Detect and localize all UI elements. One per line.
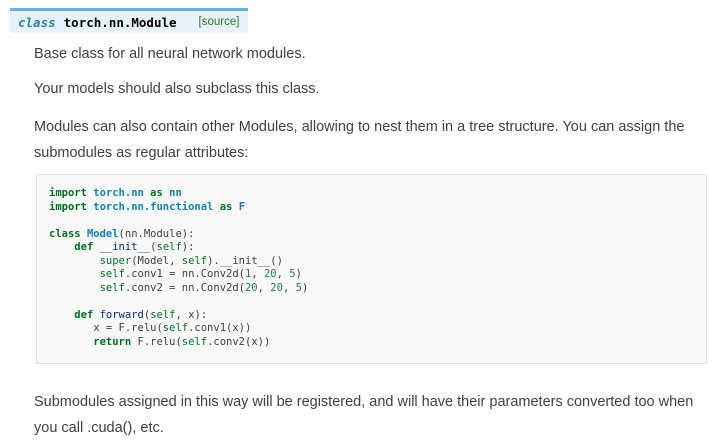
code-example-block: import torch.nn as nn import torch.nn.fu… xyxy=(36,174,707,364)
paragraph-registration-note: Submodules assigned in this way will be … xyxy=(34,394,694,436)
code-line: self.conv1 = nn.Conv2d(1, 20, 5) xyxy=(99,268,302,280)
code-line: import torch.nn.functional as F xyxy=(49,200,246,213)
paragraph-subclass-note: Your models should also subclass this cl… xyxy=(34,81,320,97)
paragraph-description: Base class for all neural network module… xyxy=(34,46,306,62)
class-keyword: class xyxy=(18,14,56,30)
code-line: x = F.relu(self.conv1(x)) xyxy=(49,322,252,334)
code-line: import torch.nn as nn xyxy=(49,187,182,199)
code-line: class Model(nn.Module): xyxy=(49,227,195,240)
paragraph-nesting-note: Modules can also contain other Modules, … xyxy=(34,119,685,161)
class-name: torch.nn.Module xyxy=(63,14,177,30)
class-signature: class torch.nn.Module [source] xyxy=(10,8,248,33)
code-line: def __init__(self): xyxy=(74,241,195,253)
code-line: self.conv2 = nn.Conv2d(20, 20, 5) xyxy=(99,281,309,294)
code-line: super(Model, self).__init__() xyxy=(99,254,283,267)
source-link[interactable]: [source] xyxy=(198,16,240,28)
code-line: def forward(self, x): xyxy=(74,308,208,321)
code-example: import torch.nn as nn import torch.nn.fu… xyxy=(37,175,706,349)
code-line: return F.relu(self.conv2(x)) xyxy=(93,335,271,348)
